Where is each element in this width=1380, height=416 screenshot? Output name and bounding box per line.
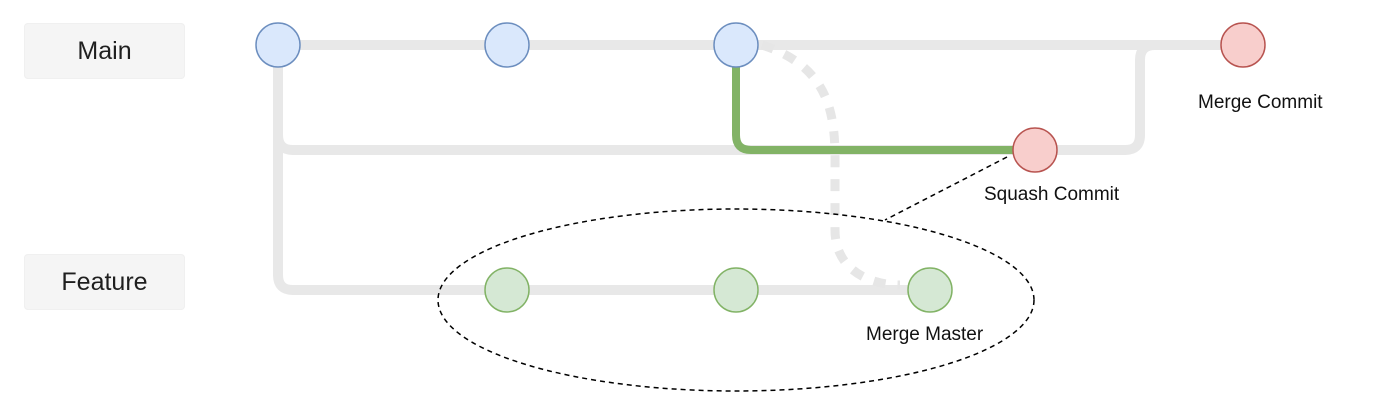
- merge-master-caption: Merge Master: [866, 324, 984, 345]
- merge-master-dashed-path: [760, 40, 901, 290]
- merge-commit-node: [1220, 22, 1266, 68]
- main-commits: [255, 22, 759, 68]
- main-commit-node: [484, 22, 530, 68]
- feature-branch-label: Feature: [24, 254, 185, 310]
- main-commit-node: [255, 22, 301, 68]
- merge-master-node: [907, 267, 953, 313]
- feature-commit-node: [713, 267, 759, 313]
- branch-tracks: [273, 40, 1248, 295]
- feature-track: [273, 40, 935, 295]
- feature-commit-node: [484, 267, 530, 313]
- feature-commits-ellipse: [437, 208, 1035, 392]
- result-commits: [1012, 22, 1266, 173]
- feature-commits: [484, 267, 953, 313]
- main-branch-label: Main: [24, 23, 185, 79]
- squash-commit-node: [1012, 127, 1058, 173]
- merge-commit-caption: Merge Commit: [1198, 92, 1323, 113]
- squash-commit-caption: Squash Commit: [984, 184, 1120, 205]
- squash-path: [732, 41, 1039, 154]
- callout-line: [884, 156, 1008, 221]
- main-commit-node: [713, 22, 759, 68]
